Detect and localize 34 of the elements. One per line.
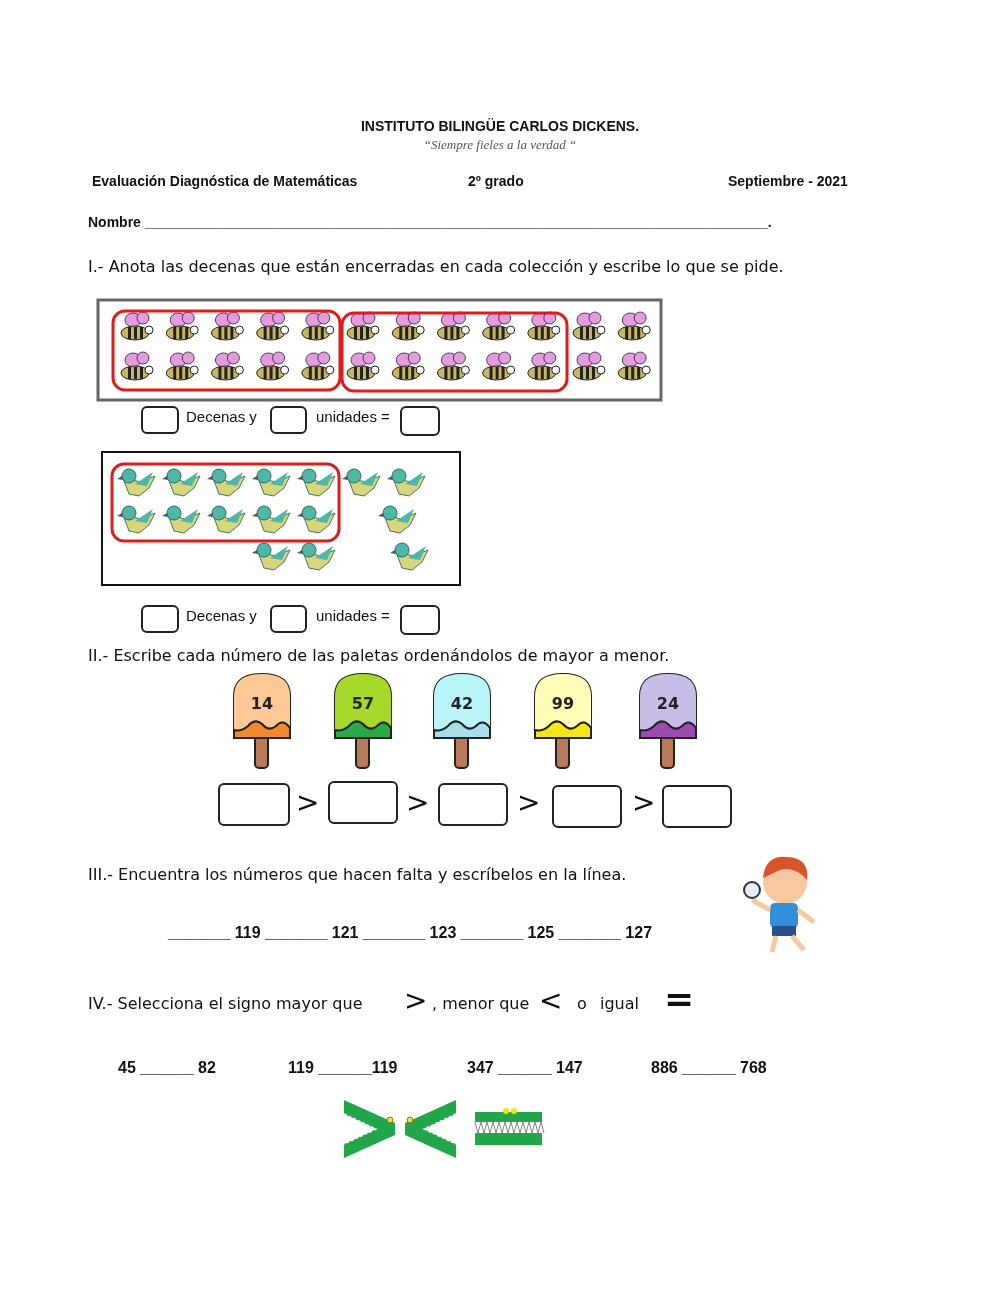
popsicle-number: 24 — [655, 694, 681, 713]
comparison-exercise: 119 ______119 — [288, 1059, 398, 1077]
instruction: , menor que — [432, 994, 530, 1013]
greater-than-sign: > — [406, 786, 430, 819]
less-than-sign: < — [539, 984, 563, 1017]
prompt-text: Decenas y — [186, 607, 257, 624]
instruction: II.- Escribe cada número de las paletas ordenándolos de mayor a menor. — [88, 646, 670, 665]
equals-sign: = — [664, 978, 695, 1019]
popsicle-number: 99 — [550, 694, 576, 713]
test-title: Evaluación Diagnóstica de Matemáticas — [92, 173, 358, 189]
popsicle-number: 14 — [249, 694, 275, 713]
school-title: INSTITUTO BILINGÜE CARLOS DICKENS. — [359, 118, 641, 134]
date: Septiembre - 2021 — [728, 173, 848, 189]
instruction: o — [577, 994, 587, 1013]
greater-than-sign: > — [632, 786, 656, 819]
greater-than-sign: > — [296, 786, 320, 819]
greater-than-sign: > — [517, 786, 541, 819]
instruction: III.- Encuentra los números que hacen falta y escríbelos en la línea. — [88, 865, 627, 884]
number-sequence: _______ 119 _______ 121 _______ 123 _______ 125 _______ 127 — [168, 924, 653, 942]
instruction: igual — [600, 994, 639, 1013]
popsicle-number: 42 — [449, 694, 475, 713]
prompt-text: unidades = — [316, 607, 390, 624]
instruction: IV.- Selecciona el signo mayor que — [88, 994, 363, 1013]
prompt-text: Decenas y — [186, 408, 257, 425]
name-line: Nombre ________________________________________________________________________________. — [88, 214, 772, 230]
grade: 2º grado — [468, 173, 524, 189]
comparison-exercise: 45 ______ 82 — [118, 1059, 216, 1077]
instruction: I.- Anota las decenas que están encerradas en cada colección y escribe lo que se pide. — [88, 257, 784, 276]
greater-than-sign: > — [404, 984, 428, 1017]
popsicle-number: 57 — [350, 694, 376, 713]
comparison-exercise: 886 ______ 768 — [651, 1059, 767, 1077]
comparison-exercise: 347 ______ 147 — [467, 1059, 583, 1077]
prompt-text: unidades = — [316, 408, 390, 425]
motto: “Siempre fieles a la verdad “ — [422, 137, 578, 153]
